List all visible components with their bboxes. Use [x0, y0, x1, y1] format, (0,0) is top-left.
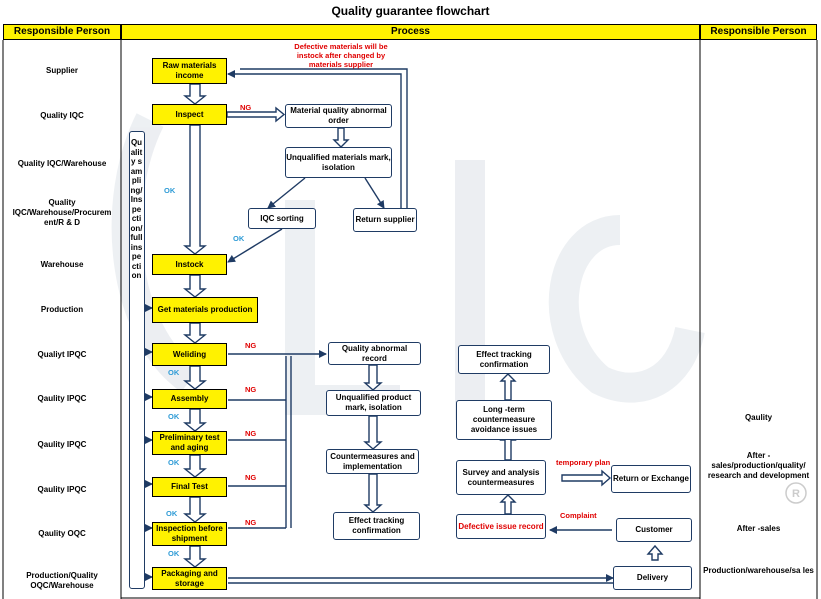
- ng-label-assembly: NG: [245, 385, 257, 394]
- header-right: Responsible Person: [700, 24, 817, 40]
- ok-label-preliminary: OK: [168, 458, 180, 467]
- role-right-quality: Qaulity: [744, 413, 773, 422]
- ok-label-final-test: OK: [166, 509, 178, 518]
- temporary-plan-label: temporary plan: [556, 458, 611, 467]
- role-oqc: Qaulity OQC: [38, 529, 86, 538]
- ok-label-assembly: OK: [168, 412, 180, 421]
- customer-box: Customer: [616, 518, 692, 542]
- role-ipqc-4: Qaulity IPQC: [37, 485, 87, 494]
- ng-label-preliminary: NG: [245, 429, 257, 438]
- unqualified-product-box: Unqualified product mark, isolation: [326, 390, 421, 416]
- role-ipqc-2: Qaulity IPQC: [37, 394, 87, 403]
- role-right-after-sales-rd: After -sales/production/quality/ researc…: [707, 451, 810, 480]
- role-right-production-warehouse: Production/warehouse/sa les: [703, 566, 814, 575]
- inspect-box: Inspect: [152, 104, 227, 125]
- role-right-after-sales: After -sales: [736, 524, 781, 533]
- header-center: Process: [121, 24, 700, 40]
- iqc-sorting-box: IQC sorting: [248, 208, 316, 229]
- countermeasures-implementation-box: Countermeasures and implementation: [326, 449, 419, 474]
- defective-issue-record-box: Defective issue record: [456, 514, 546, 539]
- ng-label-final-test: NG: [245, 473, 257, 482]
- role-production: Production: [40, 305, 84, 314]
- defective-materials-note: Defective materials will be instock afte…: [294, 42, 388, 69]
- return-supplier-box: Return supplier: [353, 208, 417, 232]
- effect-tracking-right-box: Effect tracking confirmation: [458, 345, 550, 374]
- effect-tracking-mid-box: Effect tracking confirmation: [333, 512, 420, 540]
- header-left: Responsible Person: [3, 24, 121, 40]
- assembly-box: Assembly: [152, 389, 227, 409]
- quality-sampling-label: Quality sampling/Inspection/fullinspecti…: [130, 138, 143, 280]
- role-ipqc-3: Qaulity IPQC: [37, 440, 87, 449]
- unqualified-materials-box: Unqualified materials mark, isolation: [285, 147, 392, 178]
- ok-label-welding: OK: [168, 368, 180, 377]
- delivery-box: Delivery: [613, 566, 692, 590]
- ok-label-inspect: OK: [164, 186, 176, 195]
- registered-mark: [785, 482, 807, 504]
- quality-abnormal-record-box: Quality abnormal record: [328, 342, 421, 365]
- inspection-before-shipment-box: Inspection before shipment: [152, 522, 227, 546]
- role-iqc-warehouse: Quality IQC/Warehouse: [17, 159, 107, 168]
- raw-materials-income-box: Raw materials income: [152, 58, 227, 84]
- role-supplier: Supplier: [45, 66, 78, 75]
- final-test-box: Final Test: [152, 477, 227, 497]
- welding-box: Weliding: [152, 343, 227, 366]
- ng-label-welding: NG: [245, 341, 257, 350]
- ok-label-sorting: OK: [233, 234, 245, 243]
- ok-label-inspection: OK: [168, 549, 180, 558]
- svg-text:R: R: [792, 488, 800, 500]
- packaging-storage-box: Packaging and storage: [152, 567, 227, 590]
- role-warehouse: Warehouse: [40, 260, 84, 269]
- page-title: Quality guarantee flowchart: [331, 4, 490, 18]
- return-or-exchange-box: Return or Exchange: [611, 465, 691, 493]
- material-quality-abnormal-order-box: Material quality abnormal order: [285, 104, 392, 128]
- role-iqc-procurement: Quality IQC/Warehouse/Procurem ent/R & D: [12, 198, 112, 227]
- ng-label-inspect: NG: [240, 103, 252, 112]
- role-ipqc-1: Qualiyt IPQC: [37, 350, 87, 359]
- complaint-label: Complaint: [560, 511, 597, 520]
- preliminary-test-box: Preliminary test and aging: [152, 431, 227, 455]
- ng-label-inspection: NG: [245, 518, 257, 527]
- survey-analysis-box: Survey and analysis countermeasures: [456, 460, 546, 495]
- role-quality-iqc: Quality IQC: [40, 111, 84, 120]
- get-materials-production-box: Get materials production: [152, 297, 258, 323]
- long-term-countermeasure-box: Long -term countermeasure avoidance issu…: [456, 400, 552, 440]
- instock-box: Instock: [152, 254, 227, 275]
- role-production-oqc-warehouse: Production/Quality OQC/Warehouse: [26, 571, 98, 590]
- quality-sampling-bar: Quality sampling/Inspection/fullinspecti…: [129, 131, 145, 589]
